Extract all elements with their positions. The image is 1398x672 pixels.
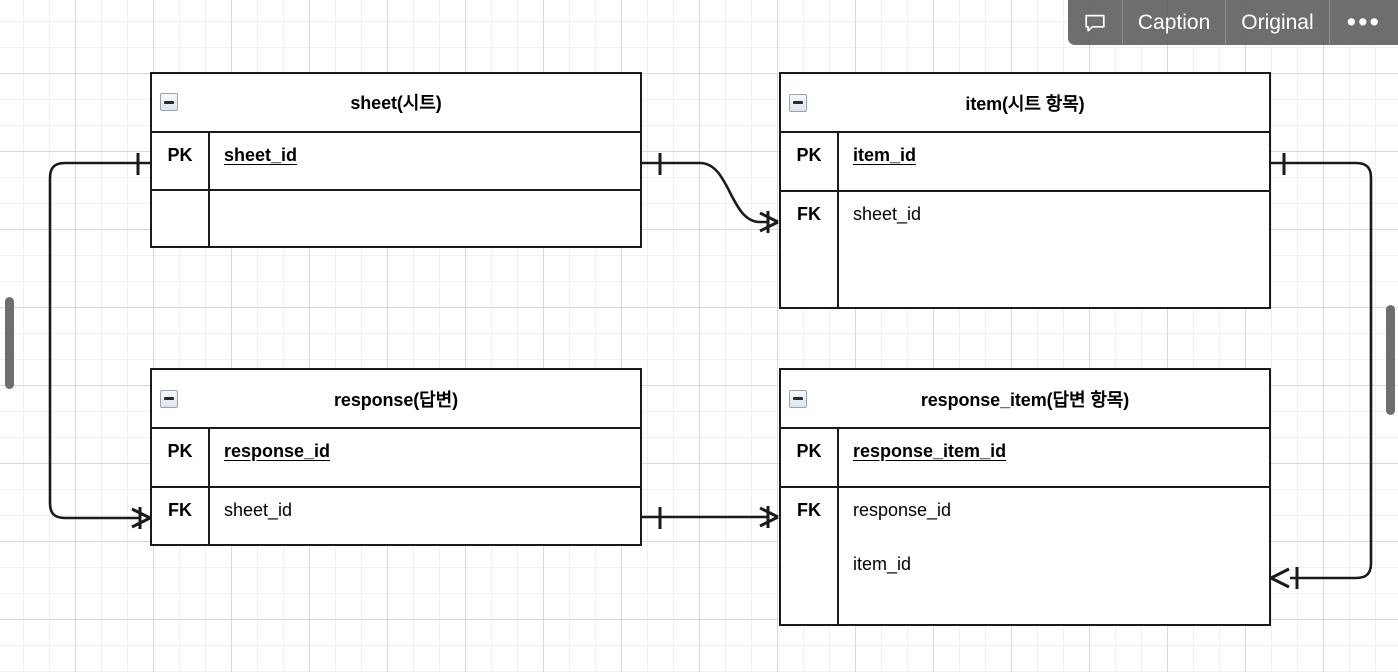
key-label: PK bbox=[152, 132, 210, 190]
entity-header-response-item: response_item(답변 항목) bbox=[781, 370, 1269, 429]
attribute-row-item-pk[interactable]: PK item_id bbox=[781, 133, 1269, 192]
attribute-name bbox=[210, 191, 640, 246]
attribute-name-text: response_id bbox=[853, 500, 952, 520]
minus-icon[interactable] bbox=[789, 93, 807, 112]
attribute-name-text-secondary: item_id bbox=[853, 554, 912, 574]
original-button[interactable]: Original bbox=[1226, 0, 1330, 45]
entity-header-item: item(시트 항목) bbox=[781, 74, 1269, 133]
attribute-name: response_item_id bbox=[839, 429, 1269, 486]
attribute-name: sheet_id bbox=[839, 192, 1269, 307]
key-label: PK bbox=[781, 133, 839, 190]
entity-header-response: response(답변) bbox=[152, 370, 640, 429]
attribute-name: sheet_id bbox=[210, 133, 640, 190]
attribute-name: response_id item_id bbox=[839, 488, 1269, 624]
vertical-scrollbar-left[interactable] bbox=[5, 297, 14, 389]
attribute-row-response-item-fk[interactable]: FK response_id item_id bbox=[781, 488, 1269, 624]
connector-response-to-response-item bbox=[642, 506, 779, 529]
entity-sheet[interactable]: sheet(시트) PK sheet_id bbox=[150, 72, 642, 248]
attribute-row-response-fk[interactable]: FK sheet_id bbox=[152, 488, 640, 544]
attribute-row-response-item-pk[interactable]: PK response_item_id bbox=[781, 429, 1269, 488]
attribute-name: response_id bbox=[210, 429, 640, 486]
attribute-name-text: sheet_id bbox=[224, 500, 293, 520]
attribute-name-text: sheet_id bbox=[853, 204, 922, 224]
entity-response-item[interactable]: response_item(답변 항목) PK response_item_id… bbox=[779, 368, 1271, 626]
key-label: PK bbox=[781, 429, 839, 486]
minus-icon[interactable] bbox=[789, 389, 807, 408]
attribute-row-item-fk[interactable]: FK sheet_id bbox=[781, 192, 1269, 307]
attribute-name: item_id bbox=[839, 133, 1269, 190]
entity-header-sheet: sheet(시트) bbox=[152, 74, 640, 133]
key-label: FK bbox=[152, 488, 210, 544]
attribute-name: sheet_id bbox=[210, 488, 640, 544]
entity-response[interactable]: response(답변) PK response_id FK sheet_id bbox=[150, 368, 642, 546]
top-toolbar[interactable]: Caption Original ••• bbox=[1067, 0, 1398, 45]
entity-item[interactable]: item(시트 항목) PK item_id FK sheet_id bbox=[779, 72, 1271, 309]
minus-icon[interactable] bbox=[160, 93, 178, 112]
caption-button[interactable]: Caption bbox=[1123, 0, 1227, 45]
key-label: FK bbox=[781, 488, 839, 624]
minus-icon[interactable] bbox=[160, 389, 178, 408]
key-label: PK bbox=[152, 429, 210, 486]
attribute-name-text: response_id bbox=[224, 441, 331, 461]
more-options-button[interactable]: ••• bbox=[1346, 6, 1381, 37]
attribute-name-text: response_item_id bbox=[853, 441, 1007, 461]
connector-sheet-to-response bbox=[48, 153, 151, 529]
entity-title-item: item(시트 항목) bbox=[965, 93, 1085, 114]
attribute-row-response-pk[interactable]: PK response_id bbox=[152, 429, 640, 488]
connector-sheet-to-item bbox=[642, 153, 779, 233]
attribute-name-text: item_id bbox=[853, 145, 917, 165]
comment-bubble-icon[interactable] bbox=[1068, 0, 1123, 45]
key-label bbox=[152, 191, 210, 246]
entity-title-response: response(답변) bbox=[334, 389, 458, 410]
vertical-scrollbar-right[interactable] bbox=[1386, 305, 1395, 415]
attribute-row-sheet-pk[interactable]: PK sheet_id bbox=[152, 132, 640, 192]
attribute-row-sheet-empty[interactable] bbox=[152, 191, 640, 246]
connector-item-to-response-item bbox=[1270, 153, 1373, 589]
key-label: FK bbox=[781, 192, 839, 307]
attribute-name-text: sheet_id bbox=[224, 144, 298, 165]
entity-title-sheet: sheet(시트) bbox=[350, 93, 442, 114]
entity-title-response-item: response_item(답변 항목) bbox=[920, 389, 1130, 410]
